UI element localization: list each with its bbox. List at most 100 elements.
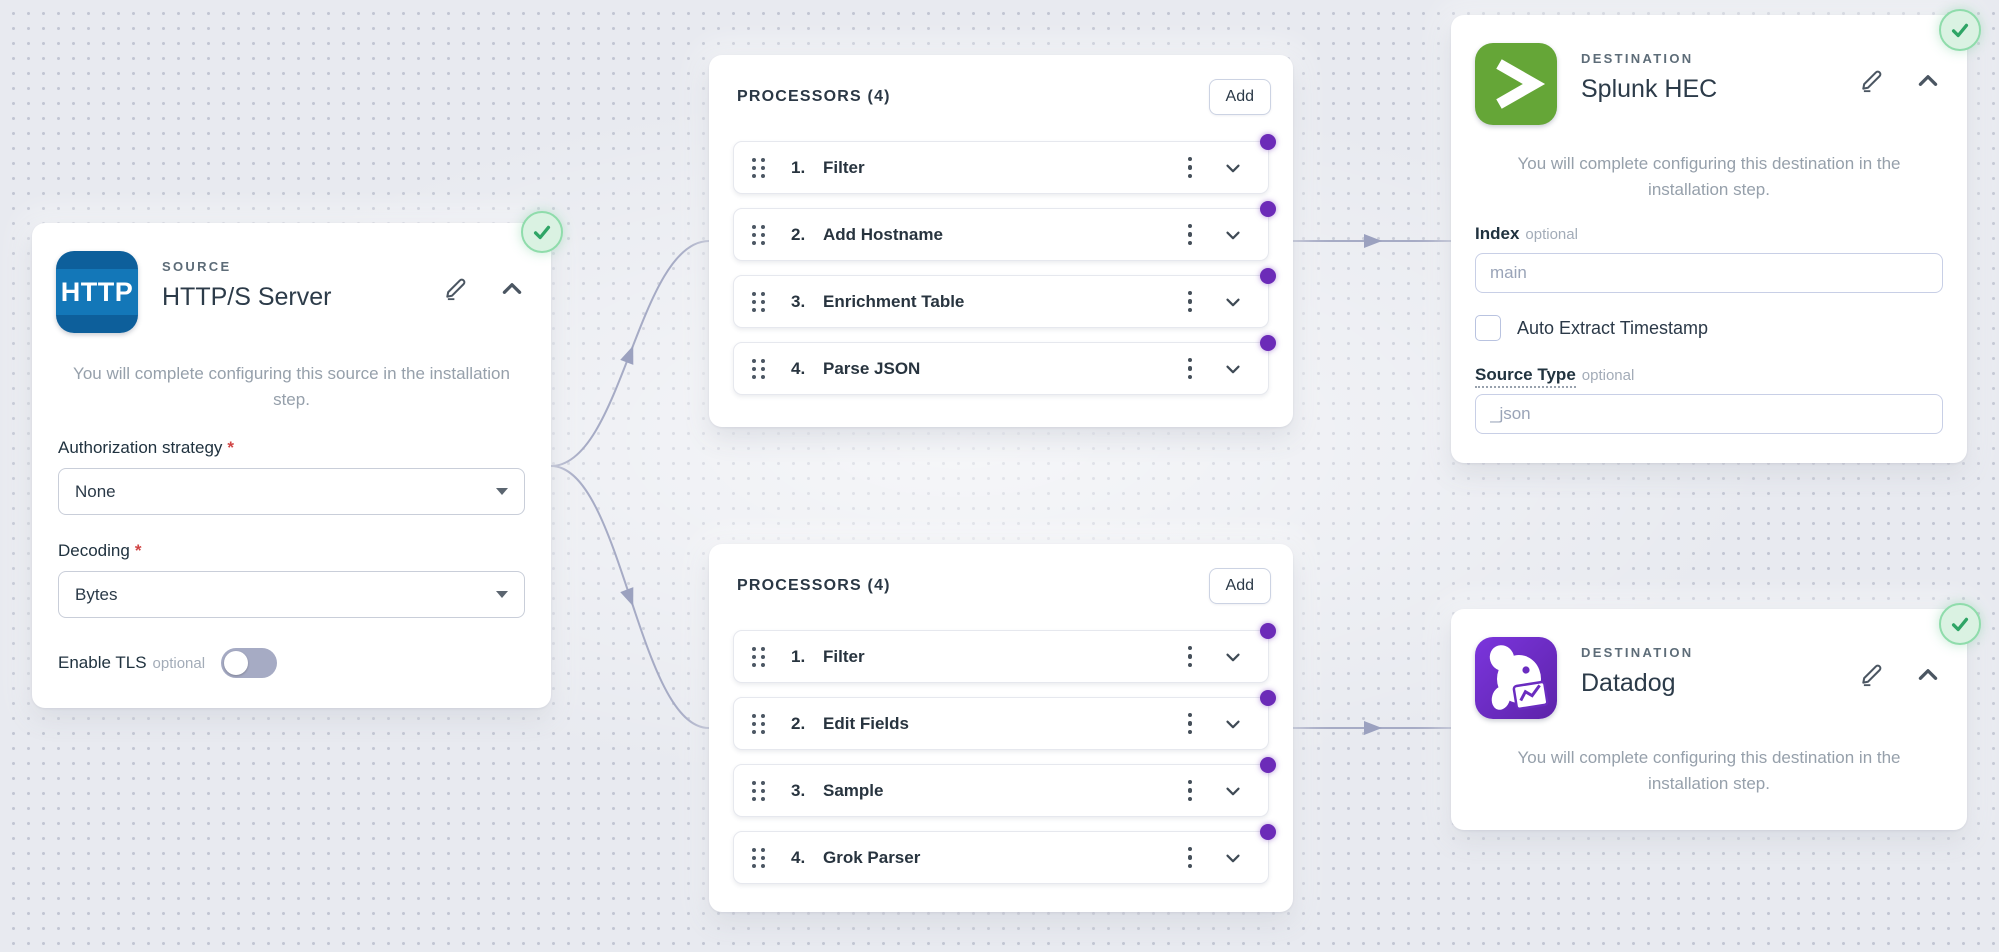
processors-header: PROCESSORS (4) bbox=[737, 577, 891, 594]
processor-number: 2. bbox=[791, 224, 806, 244]
processor-name: Edit Fields bbox=[823, 713, 909, 733]
drag-handle-icon[interactable] bbox=[750, 846, 767, 870]
required-asterisk: * bbox=[134, 541, 142, 560]
http-icon-text: HTTP bbox=[60, 276, 134, 307]
processor-row[interactable]: 2. Edit Fields bbox=[733, 690, 1276, 750]
expand-chevron-icon[interactable] bbox=[1220, 778, 1246, 804]
kebab-menu-icon[interactable] bbox=[1184, 843, 1197, 873]
edit-icon[interactable] bbox=[1857, 65, 1887, 95]
enable-tls-toggle[interactable] bbox=[221, 648, 278, 678]
arrowhead-icon bbox=[1364, 721, 1382, 735]
expand-chevron-icon[interactable] bbox=[1220, 155, 1246, 181]
kebab-menu-icon[interactable] bbox=[1184, 709, 1197, 739]
arrowhead-icon bbox=[620, 587, 634, 607]
processor-number: 3. bbox=[791, 291, 806, 311]
edit-icon[interactable] bbox=[441, 273, 471, 303]
expand-chevron-icon[interactable] bbox=[1220, 711, 1246, 737]
auto-extract-timestamp-checkbox[interactable] bbox=[1475, 315, 1501, 341]
processor-row[interactable]: 4. Parse JSON bbox=[733, 335, 1276, 395]
splunk-destination-icon bbox=[1475, 43, 1557, 125]
configured-check-icon bbox=[521, 211, 563, 253]
status-dot bbox=[1260, 623, 1276, 639]
processor-name: Add Hostname bbox=[823, 224, 943, 244]
index-input[interactable] bbox=[1475, 253, 1943, 293]
required-asterisk: * bbox=[227, 438, 235, 457]
drag-handle-icon[interactable] bbox=[750, 779, 767, 803]
kebab-menu-icon[interactable] bbox=[1184, 220, 1197, 250]
arrowhead-icon bbox=[1364, 234, 1382, 248]
processor-row[interactable]: 2. Add Hostname bbox=[733, 201, 1276, 261]
processor-name: Grok Parser bbox=[823, 847, 921, 867]
optional-label: optional bbox=[1525, 226, 1578, 243]
toggle-knob bbox=[224, 651, 249, 675]
card-title: Splunk HEC bbox=[1581, 75, 1718, 103]
collapse-chevron-icon[interactable] bbox=[1913, 659, 1943, 689]
card-type-label: SOURCE bbox=[162, 259, 232, 274]
expand-chevron-icon[interactable] bbox=[1220, 356, 1246, 382]
source-type-input[interactable] bbox=[1475, 394, 1943, 434]
configured-check-icon bbox=[1939, 603, 1981, 645]
optional-label: optional bbox=[152, 654, 206, 672]
destination-card-datadog: DESTINATION Datadog You will complete co… bbox=[1451, 603, 1981, 830]
drag-handle-icon[interactable] bbox=[750, 645, 767, 669]
drag-handle-icon[interactable] bbox=[750, 290, 767, 314]
kebab-menu-icon[interactable] bbox=[1184, 287, 1197, 317]
auto-extract-timestamp-label: Auto Extract Timestamp bbox=[1517, 317, 1709, 338]
processors-header: PROCESSORS (4) bbox=[737, 88, 891, 105]
processor-name: Filter bbox=[823, 646, 865, 666]
expand-chevron-icon[interactable] bbox=[1220, 845, 1246, 871]
configured-check-icon bbox=[1939, 9, 1981, 51]
kebab-menu-icon[interactable] bbox=[1184, 153, 1197, 183]
kebab-menu-icon[interactable] bbox=[1184, 776, 1197, 806]
decoding-select[interactable]: Bytes bbox=[58, 571, 525, 618]
card-title: Datadog bbox=[1581, 669, 1676, 697]
processor-number: 1. bbox=[791, 646, 806, 666]
processor-name: Enrichment Table bbox=[823, 291, 965, 311]
kebab-menu-icon[interactable] bbox=[1184, 642, 1197, 672]
add-processor-button[interactable]: Add bbox=[1208, 79, 1271, 115]
processor-row[interactable]: 4. Grok Parser bbox=[733, 824, 1276, 884]
processor-number: 1. bbox=[791, 157, 806, 177]
install-note: You will complete configuring this desti… bbox=[1517, 748, 1901, 793]
processor-name: Filter bbox=[823, 157, 865, 177]
processors-card-top: PROCESSORS (4) Add 1. Filter 2. Add Host… bbox=[709, 55, 1293, 427]
processor-list: 1. Filter 2. Add Hostname 3. Enrichment … bbox=[733, 134, 1276, 395]
authorization-strategy-select[interactable]: None bbox=[58, 468, 525, 515]
processor-row[interactable]: 1. Filter bbox=[733, 623, 1276, 683]
status-dot bbox=[1260, 268, 1276, 284]
edit-icon[interactable] bbox=[1857, 659, 1887, 689]
http-source-icon: HTTP bbox=[56, 251, 138, 333]
collapse-chevron-icon[interactable] bbox=[497, 273, 527, 303]
expand-chevron-icon[interactable] bbox=[1220, 644, 1246, 670]
kebab-menu-icon[interactable] bbox=[1184, 354, 1197, 384]
authorization-strategy-label: Authorization strategy* bbox=[58, 438, 235, 457]
processor-row[interactable]: 3. Enrichment Table bbox=[733, 268, 1276, 328]
expand-chevron-icon[interactable] bbox=[1220, 289, 1246, 315]
install-note: You will complete configuring this desti… bbox=[1517, 154, 1901, 199]
card-type-label: DESTINATION bbox=[1581, 51, 1694, 66]
processor-name: Sample bbox=[823, 780, 884, 800]
processor-list: 1. Filter 2. Edit Fields 3. Sample bbox=[733, 623, 1276, 884]
enable-tls-label: Enable TLS bbox=[58, 653, 147, 672]
optional-label: optional bbox=[1581, 367, 1635, 384]
source-card: HTTP SOURCE HTTP/S Server You will compl… bbox=[32, 211, 563, 708]
processor-row[interactable]: 3. Sample bbox=[733, 757, 1276, 817]
arrowhead-icon bbox=[620, 345, 634, 365]
drag-handle-icon[interactable] bbox=[750, 357, 767, 381]
processor-number: 4. bbox=[791, 847, 806, 867]
status-dot bbox=[1260, 134, 1276, 150]
drag-handle-icon[interactable] bbox=[750, 156, 767, 180]
drag-handle-icon[interactable] bbox=[750, 712, 767, 736]
processor-number: 2. bbox=[791, 713, 806, 733]
expand-chevron-icon[interactable] bbox=[1220, 222, 1246, 248]
selected-value: Bytes bbox=[75, 584, 118, 604]
status-dot bbox=[1260, 335, 1276, 351]
drag-handle-icon[interactable] bbox=[750, 223, 767, 247]
collapse-chevron-icon[interactable] bbox=[1913, 65, 1943, 95]
dropdown-caret-icon bbox=[496, 591, 508, 598]
processor-row[interactable]: 1. Filter bbox=[733, 134, 1276, 194]
add-processor-button[interactable]: Add bbox=[1208, 568, 1271, 604]
